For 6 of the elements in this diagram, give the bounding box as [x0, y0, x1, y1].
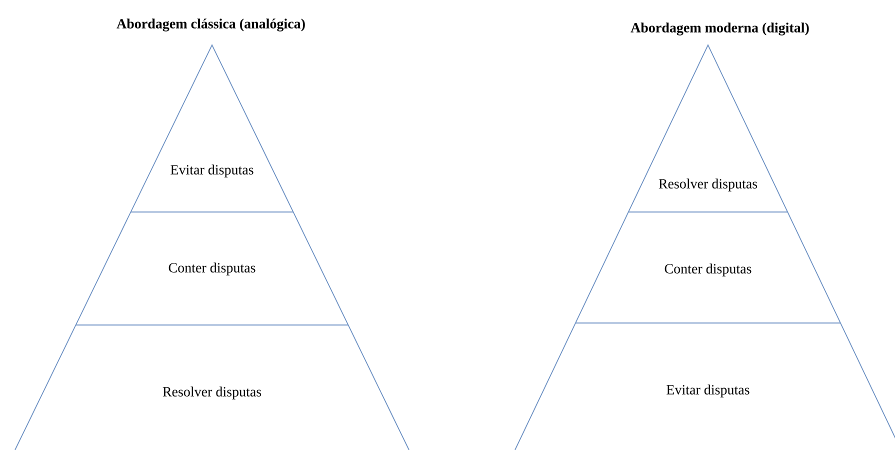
pyramid-level: Conter disputas — [575, 264, 841, 324]
pyramid-level: Conter disputas — [75, 262, 349, 326]
pyramid-level: Resolver disputas — [628, 178, 788, 212]
pyramid-level: Evitar disputas — [130, 164, 294, 212]
pyramid-level: Resolver disputas — [162, 386, 262, 400]
pyramid-level: Evitar disputas — [666, 384, 750, 398]
